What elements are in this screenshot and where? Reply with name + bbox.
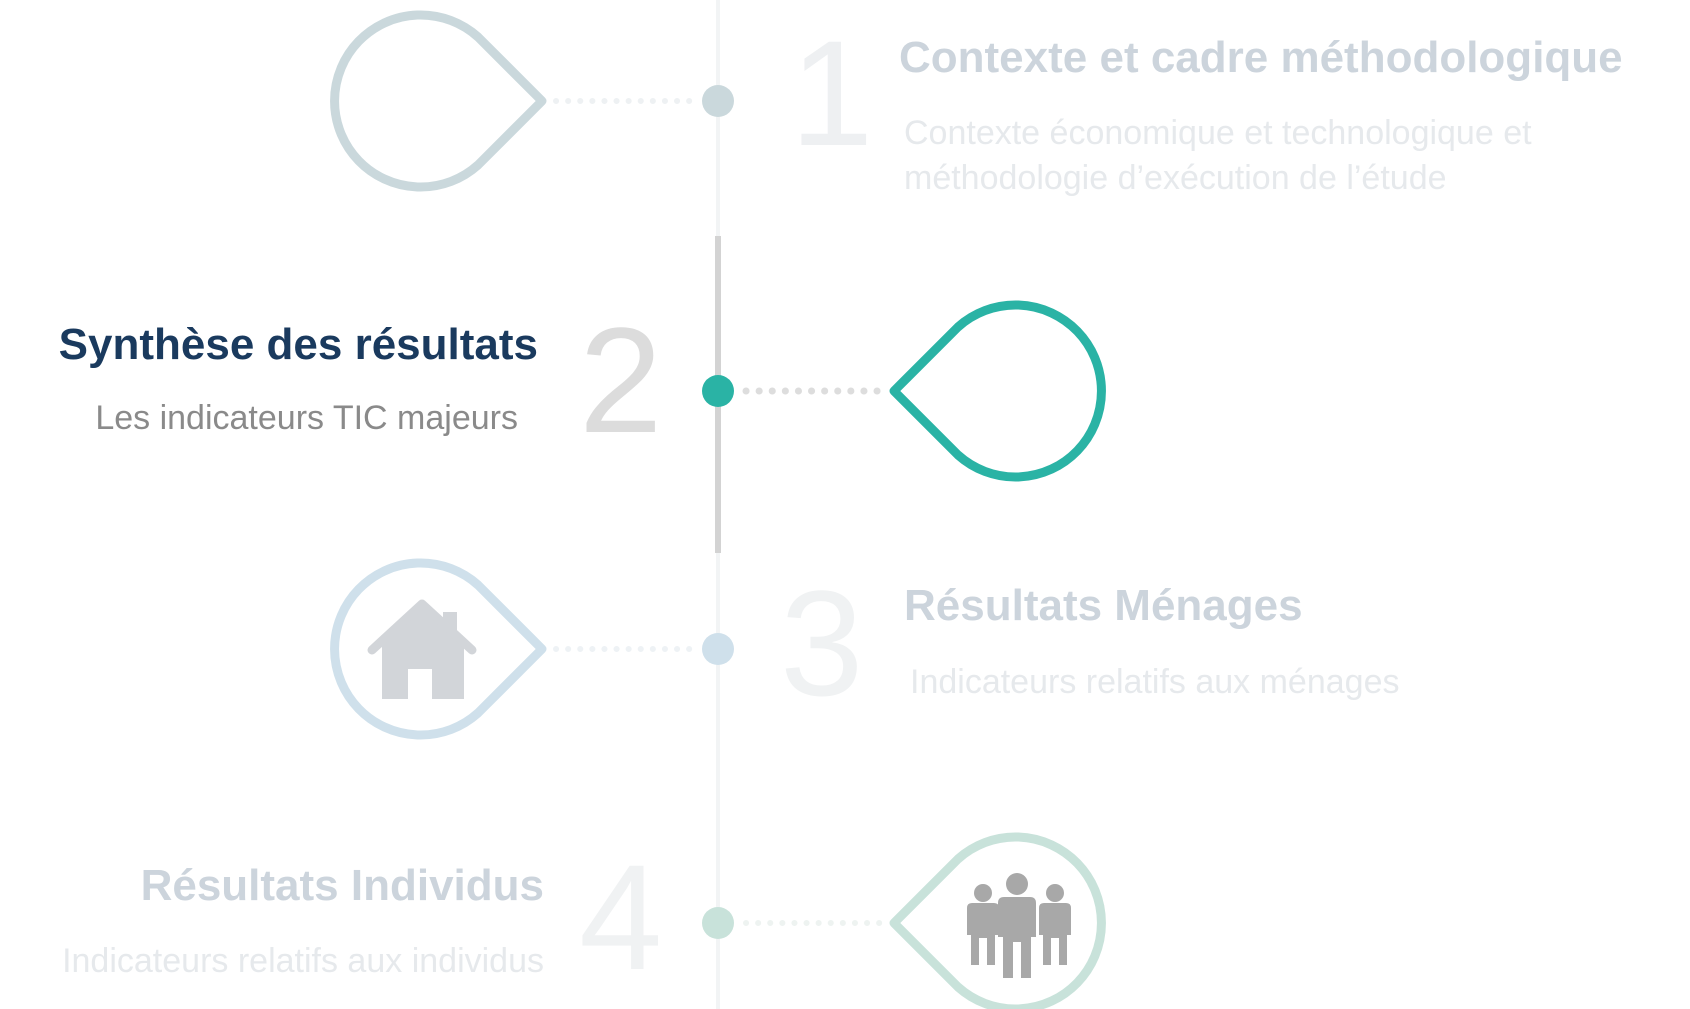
- people-icon: [967, 873, 1071, 978]
- step-3-number: 3: [780, 559, 864, 727]
- step-4-number: 4: [579, 833, 663, 1001]
- step-3-title[interactable]: Résultats Ménages: [904, 581, 1303, 630]
- step-1-title[interactable]: Contexte et cadre méthodologique: [899, 33, 1623, 82]
- step-4-title[interactable]: Résultats Individus: [140, 861, 544, 910]
- pin-step-2-icon[interactable]: [889, 300, 1106, 482]
- timeline-dot-step-4[interactable]: [702, 907, 734, 939]
- timeline-dot-step-2[interactable]: [702, 375, 734, 407]
- step-1-number: 1: [790, 9, 874, 177]
- timeline-dot-step-3[interactable]: [702, 633, 734, 665]
- house-icon: [367, 599, 477, 699]
- step-1-subtitle-line-1: Contexte économique et technologique et: [904, 114, 1532, 152]
- step-1-subtitle-line-2: méthodologie d’exécution de l’étude: [904, 159, 1447, 197]
- step-2-number: 2: [579, 296, 663, 464]
- pin-step-3-icon[interactable]: [330, 558, 547, 740]
- step-2-title[interactable]: Synthèse des résultats: [58, 320, 538, 369]
- pin-step-1-icon[interactable]: [330, 10, 547, 192]
- timeline-dot-step-1[interactable]: [702, 85, 734, 117]
- step-2-subtitle: Les indicateurs TIC majeurs: [95, 399, 518, 437]
- step-4-subtitle: Indicateurs relatifs aux individus: [62, 942, 544, 980]
- step-3-subtitle: Indicateurs relatifs aux ménages: [910, 663, 1400, 701]
